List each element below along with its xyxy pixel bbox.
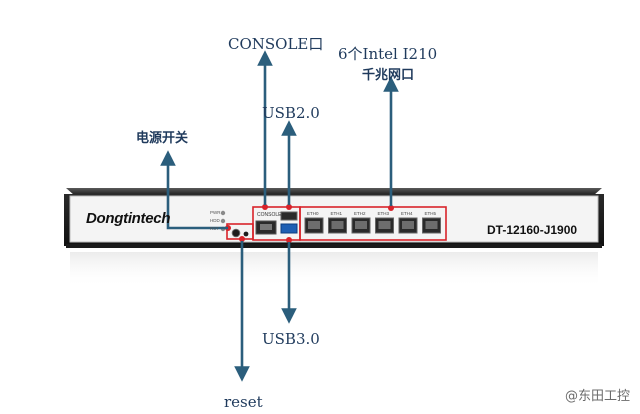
eth-label: ETH0 xyxy=(307,211,319,216)
ethernet-port-socket xyxy=(425,221,438,229)
label-usb2: USB2.0 xyxy=(262,104,320,122)
power-reset-buttons xyxy=(231,228,249,238)
ethernet-port-socket xyxy=(308,221,320,229)
led-label: PWR xyxy=(210,210,221,215)
led-label-list: PWR HDD RST xyxy=(210,209,221,233)
label-intel-line2: 千兆网口 xyxy=(362,68,415,83)
label-console: CONSOLE口 xyxy=(228,35,324,53)
router-chassis xyxy=(64,188,604,288)
eth-label: ETH5 xyxy=(424,211,437,216)
watermark-text: @东田工控 xyxy=(564,389,630,404)
label-usb3: USB3.0 xyxy=(262,330,320,348)
label-intel-line1: 6个Intel I210 xyxy=(338,45,438,63)
watermark: @东田工控 xyxy=(565,385,630,404)
ethernet-port-socket xyxy=(331,221,344,229)
brand-logo: Dongtintech xyxy=(86,210,171,227)
model-label: DT-12160-J1900 xyxy=(487,223,578,237)
ethernet-port-socket xyxy=(402,221,414,229)
eth-label: ETH2 xyxy=(354,211,366,216)
label-reset: reset xyxy=(224,393,263,411)
led-label: HDD xyxy=(210,218,220,223)
ethernet-ports xyxy=(304,217,441,234)
annotation-arrows xyxy=(160,50,399,382)
ethernet-port-socket xyxy=(378,221,391,229)
ethernet-port-socket xyxy=(355,221,367,229)
label-power-switch: 电源开关 xyxy=(136,131,189,146)
eth-label: ETH3 xyxy=(377,211,390,216)
console-silkscreen: CONSOLE xyxy=(257,212,282,218)
console-port xyxy=(255,220,277,235)
led-label: RST xyxy=(210,226,219,231)
callout-dots xyxy=(225,204,394,243)
eth-label: ETH4 xyxy=(401,211,413,216)
usb-ports xyxy=(280,211,298,234)
eth-label: ETH1 xyxy=(330,211,343,216)
